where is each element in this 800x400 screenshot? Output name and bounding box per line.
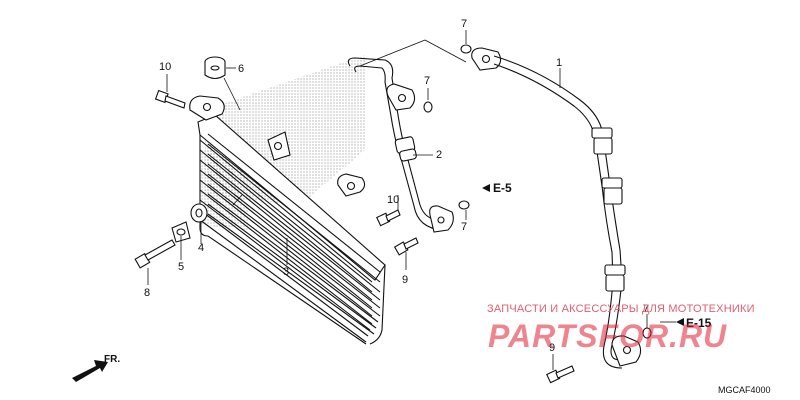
svg-text:FR.: FR. [104,354,120,365]
svg-text:E-15: E-15 [686,316,712,330]
o-ring [460,44,472,54]
reference-e15: E-15 [676,316,712,330]
watermark-logo: PARTSFOR.RU [488,318,728,354]
bolt-10-right [376,209,401,227]
callout-5: 5 [178,261,184,273]
center-bracket-hole [273,141,283,151]
o-ring [423,101,433,113]
watermark-text: ЗАПЧАСТИ И АКСЕССУАРЫ ДЛЯ МОТОТЕХНИКИ [487,303,755,315]
leader-lines [147,30,676,370]
callout-7-right: 7 [461,221,467,233]
bolt-10-left [154,89,186,109]
callout-6: 6 [238,63,244,75]
spacer [171,221,191,243]
bolt-9-center [393,237,419,256]
front-direction-marker: FR. [72,354,120,382]
svg-text:E-5: E-5 [493,181,512,195]
oil-cooler [197,114,386,345]
callout-7-mid: 7 [424,75,430,87]
callout-10-left: 10 [159,61,171,73]
bolt-8 [134,239,176,269]
callout-1: 1 [556,57,562,69]
front-arrow-icon [72,360,108,382]
oil-pipe-2 [347,57,454,233]
upper-bracket-hole [202,102,212,112]
o-ring [458,200,470,210]
callout-3: 3 [283,266,289,278]
callout-10-right: 10 [387,194,399,206]
callout-7-top: 7 [461,18,467,30]
collar [190,203,208,223]
callout-9-bottom: 9 [549,342,555,354]
reference-e5: E-5 [482,181,512,195]
callout-2: 2 [436,149,442,161]
callout-4: 4 [198,242,204,254]
diagram-code: MGCAF4000 [718,385,771,395]
right-bracket-hole [346,181,356,191]
callout-9-center: 9 [402,274,408,286]
callout-7-bottom: 7 [643,303,649,315]
oil-pipe-1 [471,47,642,369]
grommet [204,56,226,80]
bolt-9-bottom [546,365,575,384]
callout-8: 8 [144,287,150,299]
